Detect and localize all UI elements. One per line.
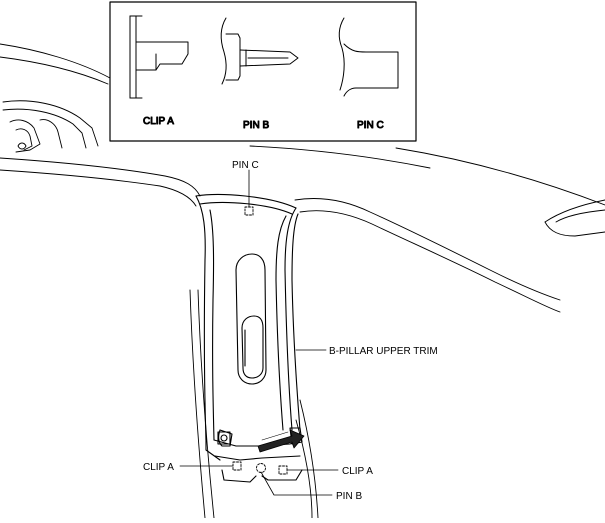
- removal-arrow: [257, 429, 305, 453]
- grab-handle-inner: [2, 108, 87, 149]
- inset-label-clip-a: CLIP A: [143, 116, 174, 127]
- roof-line-left-upper-2: [0, 56, 109, 85]
- pin-b-edge-curve: [220, 17, 227, 85]
- inset-frame: [109, 1, 417, 142]
- pin-c-body: [343, 43, 399, 97]
- callout-labels: PIN C B-PILLAR UPPER TRIM CLIP A CLIP A …: [143, 160, 438, 502]
- grab-handle-clip-inner: [15, 128, 33, 151]
- clip-a-illustration: [129, 15, 189, 99]
- trim-right-edge-inner: [275, 215, 287, 431]
- clip-a-left-marker: [232, 461, 242, 471]
- callout-pin-b: PIN B: [336, 491, 362, 502]
- seatbelt-slot-outer: [235, 253, 267, 385]
- vehicle-body-lines: [0, 43, 605, 519]
- removal-arrow-hatch-1: [261, 431, 289, 441]
- lower-left-screw-box: [217, 431, 231, 445]
- callout-clip-a-left: CLIP A: [143, 462, 174, 473]
- pin-c-edge-curve: [338, 17, 345, 91]
- lower-left-tab: [218, 429, 233, 447]
- door-frame-left-2: [197, 289, 215, 519]
- headliner-edge-right-2: [299, 210, 561, 313]
- headliner-edge-right: [294, 198, 561, 301]
- roof-line-right: [395, 147, 605, 206]
- b-pillar-trim: [195, 193, 303, 483]
- pin-b-illustration: [220, 17, 299, 85]
- callout-pin-c: PIN C: [232, 160, 259, 171]
- clip-a-right-marker: [278, 465, 288, 475]
- rear-handle-body: [544, 221, 605, 237]
- trim-left-edge: [195, 195, 207, 441]
- rear-handle-inner: [555, 209, 605, 223]
- pin-c-illustration: [338, 17, 399, 97]
- pin-b-leader: [260, 471, 333, 496]
- lower-left-screw: [220, 434, 228, 442]
- trim-top-edge: [195, 193, 297, 209]
- callout-clip-a-right: CLIP A: [342, 466, 373, 477]
- grab-handle-outer: [2, 100, 99, 147]
- pin-b-marker: [256, 463, 266, 473]
- trim-top-edge-inner: [199, 201, 293, 215]
- grab-handle-clip-outer: [9, 119, 41, 153]
- inset-label-pin-b: PIN B: [243, 120, 269, 131]
- trim-bottom-left: [205, 429, 221, 461]
- roof-line-left-upper: [0, 43, 111, 79]
- door-frame-left: [189, 289, 206, 519]
- grab-handle-bolt: [17, 142, 27, 150]
- pin-c-marker: [244, 206, 254, 216]
- roof-line-mid: [249, 145, 431, 169]
- door-frame-right: [299, 399, 319, 519]
- removal-arrow-shape: [257, 429, 305, 453]
- clip-mount-left: [221, 469, 257, 483]
- callout-b-pillar-upper-trim: B-PILLAR UPPER TRIM: [329, 346, 438, 357]
- door-frame-right-2: [295, 419, 313, 519]
- clip-mount-right: [261, 469, 303, 481]
- trim-bottom-edge-2: [214, 455, 301, 461]
- seatbelt-slot-inner: [241, 315, 264, 379]
- pin-b-shaft: [239, 49, 299, 67]
- clip-a-panel-ends: [129, 15, 143, 99]
- inset-label-pin-c: PIN C: [357, 120, 384, 131]
- rear-handle-top: [544, 199, 605, 223]
- leader-lines: [179, 169, 339, 496]
- grab-handle-edge: [39, 119, 63, 149]
- headliner-edge-left: [0, 157, 201, 197]
- fastener-markers: [232, 206, 288, 475]
- clip-a-body: [135, 41, 189, 71]
- trim-right-edge: [284, 207, 297, 431]
- headliner-edge-left-2: [0, 169, 197, 207]
- fastener-inset: CLIP A PIN B PIN C: [109, 1, 417, 142]
- trim-left-edge-inner: [209, 209, 215, 441]
- trim-right-edge-outer: [291, 213, 301, 431]
- pin-b-head: [225, 33, 241, 81]
